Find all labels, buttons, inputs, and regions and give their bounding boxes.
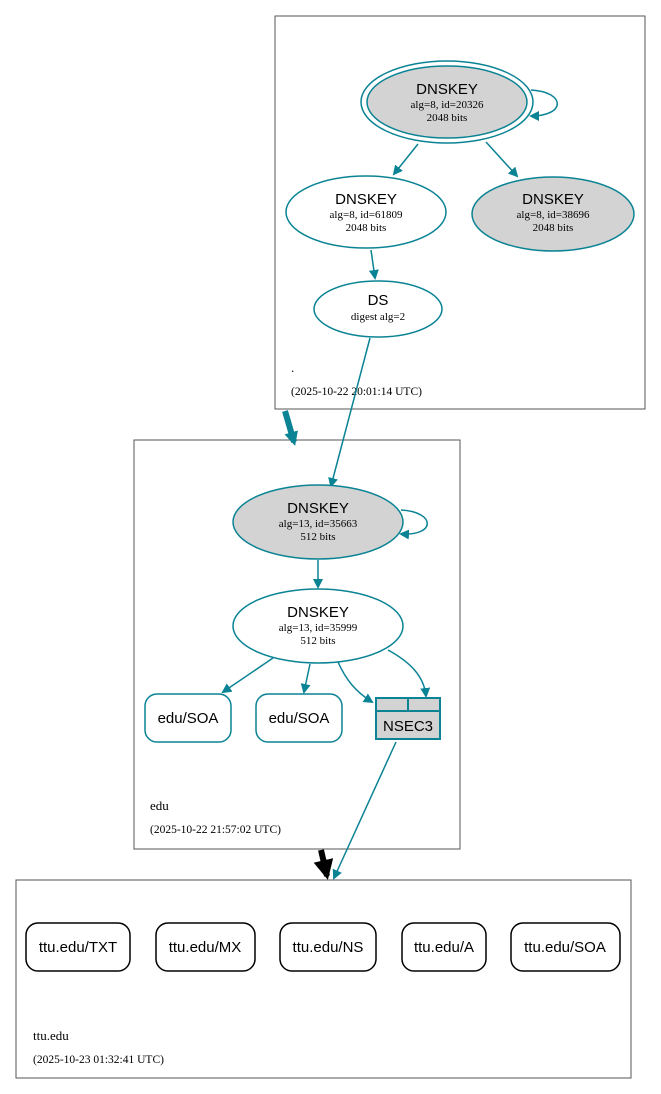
edu-soa-1-label: edu/SOA: [158, 710, 219, 727]
edu-soa-node-2[interactable]: edu/SOA: [255, 693, 343, 743]
delegation-root-to-edu: [282, 410, 298, 446]
root-ds-detail: digest alg=2: [351, 311, 405, 323]
ttu-record-txt[interactable]: ttu.edu/TXT: [25, 922, 131, 972]
delegation-edu-to-ttu: [313, 849, 334, 880]
edge-edu-zsk-to-nsec3-b: [387, 649, 431, 698]
root-standby-size: 2048 bits: [533, 222, 574, 234]
root-zsk-size: 2048 bits: [346, 222, 387, 234]
zone-ttu-box: [15, 879, 632, 1079]
edge-ksk-to-zsk: [392, 143, 419, 176]
ttu-record-soa[interactable]: ttu.edu/SOA: [510, 922, 621, 972]
edu-ksk-size: 512 bits: [300, 531, 335, 543]
root-ds-label: DS: [368, 292, 389, 309]
edu-ksk-self-edge: [399, 509, 428, 540]
zone-root-timestamp: (2025-10-22 20:01:14 UTC): [291, 386, 422, 398]
edge-ksk-to-standby: [485, 141, 519, 178]
root-ksk-self-edge: [529, 89, 558, 121]
root-standby-detail: alg=8, id=38696: [517, 209, 590, 221]
root-standby-key-node[interactable]: DNSKEY alg=8, id=38696 2048 bits: [471, 176, 635, 252]
root-ksk-label: DNSKEY: [416, 81, 478, 98]
zone-root-box: [274, 15, 646, 410]
zone-ttu-name: ttu.edu: [33, 1028, 69, 1043]
root-ksk-size: 2048 bits: [427, 112, 468, 124]
edge-ds-to-edu-ksk: [328, 337, 371, 488]
edu-ksk-node[interactable]: DNSKEY alg=13, id=35663 512 bits: [232, 484, 404, 560]
root-ds-node[interactable]: DS digest alg=2: [313, 280, 443, 338]
svg-text:ttu.edu/SOA: ttu.edu/SOA: [524, 939, 606, 956]
edu-soa-node-1[interactable]: edu/SOA: [144, 693, 232, 743]
edu-ksk-detail: alg=13, id=35663: [279, 518, 358, 530]
edge-nsec3-to-ttu: [332, 741, 397, 880]
svg-text:ttu.edu/A: ttu.edu/A: [414, 939, 474, 956]
zone-ttu-timestamp: (2025-10-23 01:32:41 UTC): [33, 1054, 164, 1066]
edge-edu-zsk-to-soa1: [221, 657, 274, 694]
svg-text:ttu.edu/NS: ttu.edu/NS: [293, 939, 364, 956]
ttu-record-a[interactable]: ttu.edu/A: [401, 922, 487, 972]
edu-nsec3-label: NSEC3: [383, 718, 433, 735]
zone-edu-name: edu: [150, 798, 169, 813]
root-zsk-detail: alg=8, id=61809: [330, 209, 403, 221]
root-zsk-label: DNSKEY: [335, 191, 397, 208]
svg-text:ttu.edu/TXT: ttu.edu/TXT: [39, 939, 117, 956]
edu-nsec3-node[interactable]: NSEC3: [375, 697, 441, 740]
edu-zsk-size: 512 bits: [300, 635, 335, 647]
edge-zsk-to-ds: [368, 249, 379, 280]
edu-zsk-label: DNSKEY: [287, 604, 349, 621]
edu-zsk-detail: alg=13, id=35999: [279, 622, 358, 634]
edu-soa-2-label: edu/SOA: [269, 710, 330, 727]
edge-edu-zsk-to-soa2: [300, 663, 311, 694]
root-ksk-detail: alg=8, id=20326: [411, 99, 484, 111]
svg-text:ttu.edu/MX: ttu.edu/MX: [169, 939, 242, 956]
root-zsk-node[interactable]: DNSKEY alg=8, id=61809 2048 bits: [285, 175, 447, 249]
zone-root-name: .: [291, 360, 294, 375]
edu-zsk-node[interactable]: DNSKEY alg=13, id=35999 512 bits: [232, 588, 404, 664]
ttu-record-ns[interactable]: ttu.edu/NS: [279, 922, 377, 972]
root-standby-label: DNSKEY: [522, 191, 584, 208]
root-ksk-node[interactable]: DNSKEY alg=8, id=20326 2048 bits: [360, 60, 534, 144]
edu-ksk-label: DNSKEY: [287, 500, 349, 517]
zone-edu-timestamp: (2025-10-22 21:57:02 UTC): [150, 824, 281, 836]
edge-edu-zsk-to-nsec3-a: [337, 661, 374, 704]
ttu-record-mx[interactable]: ttu.edu/MX: [155, 922, 256, 972]
